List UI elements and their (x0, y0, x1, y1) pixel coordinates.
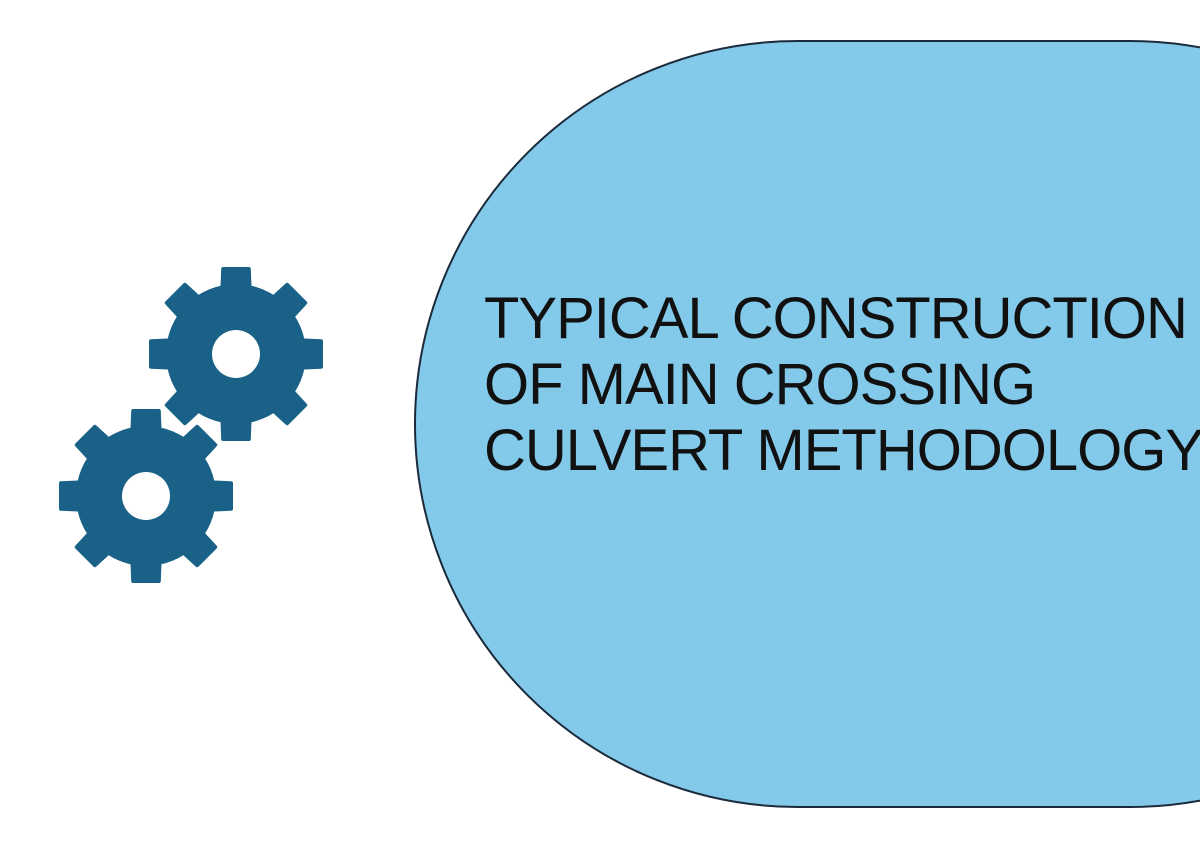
gears-icon (0, 0, 400, 849)
title-panel (414, 40, 1200, 808)
gear-icon (149, 267, 323, 441)
gear-icon (59, 409, 233, 583)
title-line: OF MAIN CROSSING (484, 352, 1036, 417)
title-line: TYPICAL CONSTRUCTION (484, 286, 1188, 351)
slide-title: TYPICAL CONSTRUCTION OF MAIN CROSSING CU… (484, 286, 1200, 484)
title-line: CULVERT METHODOLOGY (484, 418, 1200, 483)
